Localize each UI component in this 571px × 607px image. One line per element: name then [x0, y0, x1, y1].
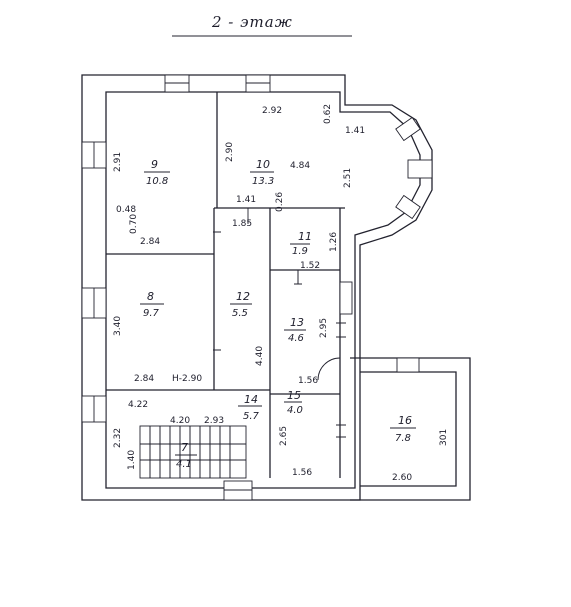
- dim-1-56-upper: 1.56: [298, 376, 318, 386]
- outer-wall-outline: [81, 74, 433, 501]
- dim-1-52: 1.52: [300, 261, 320, 271]
- dim-1-26: 1.26: [329, 232, 339, 252]
- dim-1-85: 1.85: [232, 219, 252, 229]
- dim-2-51: 2.51: [343, 168, 353, 188]
- dim-4-22: 4.22: [128, 400, 148, 410]
- room-14-number: 14: [244, 393, 258, 406]
- dim-2-93: 2.93: [204, 416, 224, 426]
- dim-1-56-lower: 1.56: [292, 468, 312, 478]
- room-8-number: 8: [147, 290, 154, 303]
- room-15-area: 4.0: [287, 405, 303, 416]
- dim-301: 301: [439, 429, 449, 446]
- door-swing-arc: [317, 357, 341, 381]
- room-16-area: 7.8: [395, 433, 411, 444]
- staircase: [139, 425, 247, 479]
- windows: [81, 74, 433, 501]
- room-7-number: 7: [181, 441, 188, 454]
- dim-0-62: 0.62: [323, 104, 333, 124]
- room-14-area: 5.7: [243, 411, 260, 422]
- dim-2-91: 2.91: [113, 152, 123, 172]
- dim-0-70: 0.70: [129, 214, 139, 234]
- room-16-number: 16: [398, 414, 412, 427]
- dim-2-60: 2.60: [392, 473, 412, 483]
- room-12-number: 12: [236, 290, 250, 303]
- dim-4-84: 4.84: [290, 161, 310, 171]
- room-12-area: 5.5: [232, 308, 248, 319]
- dim-1-40: 1.40: [127, 450, 137, 470]
- dim-h-2-90: H-2.90: [172, 374, 202, 384]
- dim-2-32: 2.32: [113, 428, 123, 448]
- room-13-area: 4.6: [288, 333, 304, 344]
- dim-1-41-mid: 1.41: [236, 195, 256, 205]
- room-11-number: 11: [298, 230, 312, 243]
- room-13-number: 13: [290, 316, 304, 329]
- dim-0-26: 0.26: [275, 192, 285, 212]
- dim-0-48: 0.48: [116, 205, 136, 215]
- inner-wall-outline: [105, 91, 421, 489]
- dim-3-40: 3.40: [113, 316, 123, 336]
- dim-1-41-top: 1.41: [345, 126, 365, 136]
- dim-2-95: 2.95: [319, 318, 329, 338]
- door-marks: [213, 231, 346, 438]
- dim-2-65: 2.65: [279, 426, 289, 446]
- dim-4-40: 4.40: [255, 346, 265, 366]
- room-9-area: 10.8: [146, 176, 168, 187]
- dim-2-92: 2.92: [262, 106, 282, 116]
- room-11-area: 1.9: [292, 246, 308, 257]
- room-10-area: 13.3: [252, 176, 274, 187]
- room-15-number: 15: [287, 389, 301, 402]
- room-9-number: 9: [151, 158, 158, 171]
- dim-2-84-upper: 2.84: [140, 237, 160, 247]
- room-10-number: 10: [256, 158, 270, 171]
- plan-title: 2 - этаж: [211, 13, 293, 31]
- dim-4-20: 4.20: [170, 416, 190, 426]
- room-8-area: 9.7: [143, 308, 160, 319]
- dim-2-90-vertical: 2.90: [225, 142, 235, 162]
- room-7-area: 4.1: [176, 459, 192, 470]
- dim-2-84-lower: 2.84: [134, 374, 154, 384]
